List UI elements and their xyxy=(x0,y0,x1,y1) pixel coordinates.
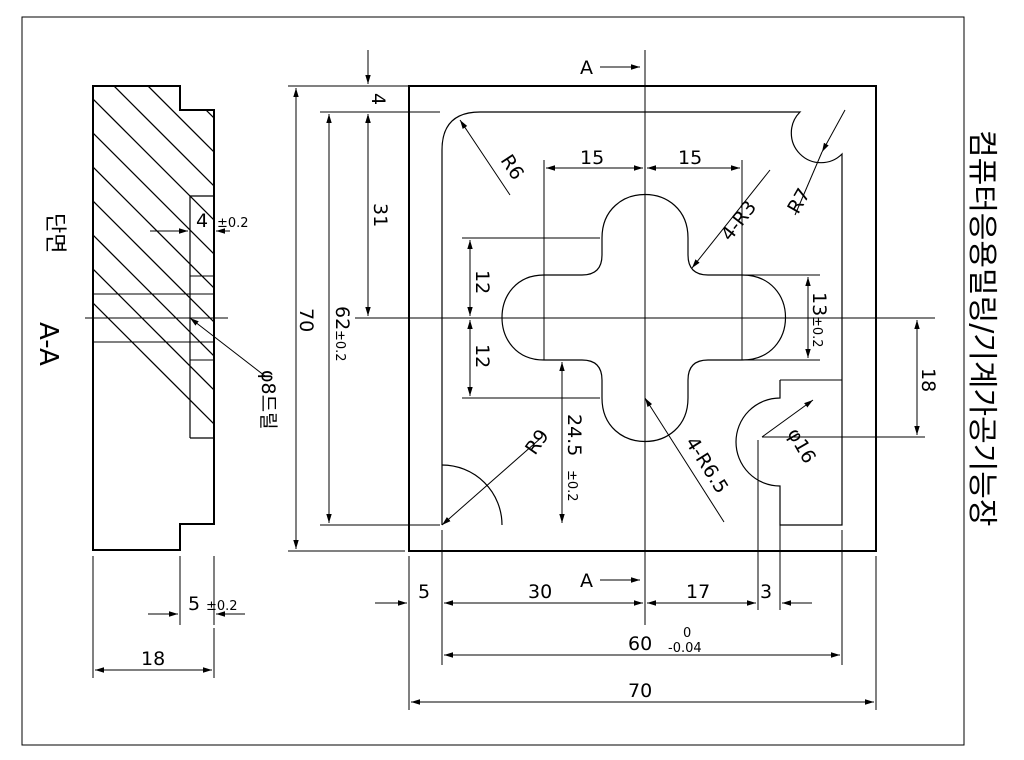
hatch-line xyxy=(292,60,852,620)
plan-radius-r7: R7 xyxy=(783,185,815,218)
section-view: 4 ±0.2 φ8드릴 5 ±0.2 18 단면 A-A xyxy=(33,60,1024,678)
plan-dim-24-5: 24.5 xyxy=(563,414,585,456)
section-drill-label: φ8드릴 xyxy=(257,370,279,430)
hatch-line xyxy=(93,86,214,550)
hatch-line xyxy=(93,86,214,550)
section-dim-4: 4 xyxy=(196,210,208,232)
hatch-line xyxy=(530,60,1024,620)
plan-dim-top-4: 4 xyxy=(367,93,389,105)
plan-radius-4r65: 4-R6.5 xyxy=(681,433,733,498)
hatch-line xyxy=(155,86,214,550)
plan-dim-62-tol: ±0.2 xyxy=(332,330,347,362)
plan-dim-12-bottom: 12 xyxy=(471,344,493,368)
section-dim-5: 5 xyxy=(188,593,200,615)
section-hatching xyxy=(93,60,1024,620)
hatch-line xyxy=(428,60,988,620)
hatch-line xyxy=(93,86,214,550)
plan-dim-12-top: 12 xyxy=(471,270,493,294)
plan-radius-r6: R6 xyxy=(496,151,528,184)
section-outline xyxy=(92,85,215,551)
plan-dim-15-right: 15 xyxy=(678,147,702,169)
hatch-line xyxy=(93,86,214,550)
section-view-label: 단면 xyxy=(42,213,67,253)
plan-dim-62: 62 xyxy=(331,306,353,330)
plan-dim-70-horizontal: 70 xyxy=(628,680,652,702)
hatch-line xyxy=(93,86,214,550)
plan-dim-bottom-5: 5 xyxy=(418,581,430,603)
plan-dim-13: 13 xyxy=(808,292,830,316)
plan-dim-13-tol: ±0.2 xyxy=(809,316,824,348)
hatch-line xyxy=(121,86,214,550)
section-marker-bottom: A xyxy=(580,570,593,592)
plan-dim-bottom-30: 30 xyxy=(528,581,552,603)
section-marker-top: A xyxy=(580,57,593,79)
hatch-line xyxy=(564,60,1024,620)
plan-dim-60: 60 xyxy=(628,633,652,655)
plan-dim-70-vertical: 70 xyxy=(295,308,317,332)
hatch-line xyxy=(93,86,214,550)
plan-dim-60-tol-upper: 0 xyxy=(683,626,691,641)
plan-dim-18: 18 xyxy=(917,368,939,392)
plan-hole-d16: φ16 xyxy=(783,425,820,468)
plan-radius-4r3: 4-R3 xyxy=(717,197,762,245)
section-view-name: A-A xyxy=(33,322,63,366)
hatch-line xyxy=(496,60,1024,620)
plan-dim-bottom-17: 17 xyxy=(686,581,710,603)
hatch-line xyxy=(93,86,214,550)
drawing-title: 컴퓨터응용밀링/기계가공기능장 xyxy=(964,130,999,527)
plan-dim-24-5-tol: ±0.2 xyxy=(564,470,579,502)
pocket-outline xyxy=(441,111,843,526)
section-dim-4-tol: ±0.2 xyxy=(217,216,249,231)
hatch-line xyxy=(360,60,920,620)
plan-view: A A 4 31 62 ±0.2 70 15 15 R6 xyxy=(288,50,939,710)
hatch-line xyxy=(93,86,214,550)
drawing-frame xyxy=(21,16,965,746)
plan-radius-r9: R9 xyxy=(521,426,554,459)
plan-dim-60-tol-lower: -0.04 xyxy=(668,641,702,656)
plan-dim-15-left: 15 xyxy=(580,147,604,169)
plan-dim-31: 31 xyxy=(369,203,391,227)
section-dim-18: 18 xyxy=(141,648,165,670)
hatch-line xyxy=(224,60,784,620)
plan-dim-bottom-3: 3 xyxy=(760,581,772,603)
section-dim-5-tol: ±0.2 xyxy=(206,599,238,614)
corner-arc-r9 xyxy=(441,464,503,526)
hatch-line xyxy=(394,60,954,620)
cross-boss xyxy=(501,194,786,442)
